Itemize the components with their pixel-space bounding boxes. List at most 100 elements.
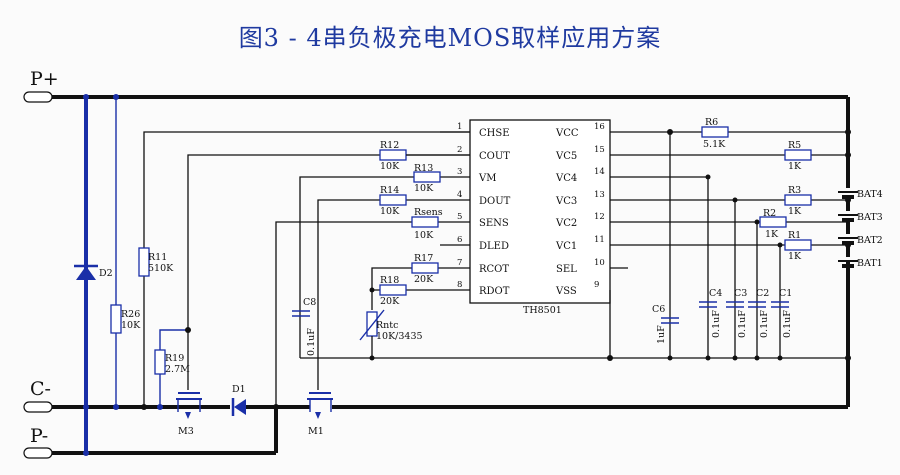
resistor-r19: R19 2.7M: [154, 329, 190, 410]
resistor-r2-val: 1K: [765, 229, 779, 240]
terminal-p-plus: P+: [23, 68, 59, 103]
pin-no-6: 6: [457, 235, 462, 245]
capacitor-c2: C2 0.1uF: [748, 288, 770, 338]
resistor-r12: R12 10K: [379, 140, 407, 172]
battery-stack: BAT4 BAT3 BAT2 BAT1: [838, 132, 883, 269]
pin-no-3: 3: [457, 167, 462, 177]
capacitor-c1: C1 0.1uF: [771, 288, 793, 338]
mosfet-m1-label: M1: [308, 426, 324, 437]
pin-sens: SENS: [479, 218, 509, 229]
pin-no-14: 14: [594, 167, 605, 177]
resistor-r18-val: 20K: [380, 296, 400, 307]
terminal-c-minus-label: C-: [30, 378, 51, 400]
resistor-r6-ref: R6: [705, 117, 718, 128]
resistor-r17-val: 20K: [414, 274, 434, 285]
pin-no-7: 7: [457, 258, 462, 268]
right-wiring: [607, 129, 851, 361]
resistor-r18-ref: R18: [380, 275, 399, 286]
capacitor-c4: C4 0.1uF: [699, 288, 722, 338]
resistor-r6: R6 5.1K: [701, 117, 729, 150]
diode-d1: D1: [231, 384, 279, 416]
diode-d2: D2: [74, 94, 113, 456]
ic-th8501: TH8501 CHSE COUT VM DOUT SENS DLED RCOT …: [406, 119, 611, 316]
thermistor-rntc-val: 10K/3435: [376, 331, 423, 342]
diode-d2-label: D2: [99, 268, 113, 279]
terminal-c-minus: C-: [23, 378, 53, 413]
resistor-r19-val: 2.7M: [165, 364, 190, 375]
terminal-p-plus-label: P+: [30, 68, 59, 90]
pin-vc2: VC2: [555, 218, 577, 229]
capacitor-c8-val: 0.1uF: [306, 328, 317, 356]
pin-rcot: RCOT: [479, 264, 509, 275]
mosfet-m3-label: M3: [178, 426, 194, 437]
pin-no-8: 8: [457, 280, 462, 290]
capacitor-c1-ref: C1: [779, 288, 792, 299]
capacitor-c3-ref: C3: [734, 288, 747, 299]
capacitor-c6-val: 1uF: [656, 325, 667, 344]
capacitor-c4-ref: C4: [709, 288, 722, 299]
battery-bat1: BAT1: [857, 258, 883, 269]
capacitor-c8-ref: C8: [303, 297, 316, 308]
resistor-r13-val: 10K: [414, 183, 434, 194]
resistor-r13: R13 10K: [299, 163, 470, 358]
pin-no-11: 11: [594, 235, 605, 245]
resistor-r1-val: 1K: [788, 251, 802, 262]
pin-vm: VM: [478, 173, 496, 184]
resistor-r1-ref: R1: [788, 230, 801, 241]
resistor-rsens-val: 10K: [414, 230, 434, 241]
pin-rdot: RDOT: [479, 286, 510, 297]
resistor-r18: R18 20K: [369, 275, 470, 307]
pin-vc5: VC5: [555, 151, 577, 162]
resistor-r3-ref: R3: [788, 185, 801, 196]
terminal-p-minus: P-: [23, 425, 53, 459]
pin-no-12: 12: [594, 212, 605, 222]
pin-no-2: 2: [457, 145, 462, 155]
resistor-r6-val: 5.1K: [703, 139, 726, 150]
pin-vss: VSS: [555, 286, 577, 297]
battery-bat3: BAT3: [857, 212, 883, 223]
pin-no-13: 13: [594, 190, 605, 200]
resistor-r5-val: 1K: [788, 161, 802, 172]
resistor-r26-val: 10K: [121, 320, 141, 331]
pin-chse: CHSE: [479, 128, 510, 139]
thermistor-rntc: Rntc 10K/3435: [359, 309, 423, 361]
resistor-r2: R2 1K: [759, 208, 787, 240]
pin-vc4: VC4: [555, 173, 577, 184]
capacitor-c3: C3 0.1uF: [726, 288, 748, 338]
resistor-r14-val: 10K: [380, 206, 400, 217]
capacitor-c8: C8 0.1uF: [292, 297, 610, 359]
resistor-r5: R5 1K: [784, 140, 812, 172]
resistor-r14: R14 10K: [317, 185, 470, 390]
resistor-rsens-ref: Rsens: [414, 207, 443, 218]
mosfet-m3: M3: [176, 154, 470, 437]
resistor-r13-ref: R13: [414, 163, 433, 174]
resistor-r11-ref: R11: [148, 252, 167, 263]
resistor-rsens: Rsens 10K: [275, 207, 470, 407]
capacitor-c2-val: 0.1uF: [759, 310, 770, 338]
resistor-r14-ref: R14: [380, 185, 399, 196]
capacitor-c2-ref: C2: [756, 288, 769, 299]
ic-name: TH8501: [523, 305, 562, 316]
capacitor-c1-val: 0.1uF: [782, 310, 793, 338]
resistor-r11-val: 510K: [148, 263, 174, 274]
battery-bat2: BAT2: [857, 235, 883, 246]
thermistor-rntc-ref: Rntc: [376, 320, 398, 331]
mosfet-m1: M1: [307, 392, 333, 437]
resistor-r17: R17 20K: [371, 253, 470, 310]
pin-no-5: 5: [457, 212, 462, 222]
capacitor-c6: C6 1uF: [652, 304, 679, 344]
diagram-title: 图3 - 4串负极充电MOS取样应用方案: [238, 24, 662, 52]
resistor-r11: R11 510K: [138, 131, 470, 410]
power-rails: [50, 95, 850, 455]
resistor-r3: R3 1K: [784, 185, 812, 217]
resistor-r12-val: 10K: [380, 161, 400, 172]
pin-dled: DLED: [479, 241, 509, 252]
resistor-r26-ref: R26: [121, 309, 140, 320]
pin-no-9: 9: [594, 280, 599, 290]
pin-vc1: VC1: [555, 241, 577, 252]
capacitor-c3-val: 0.1uF: [737, 310, 748, 338]
capacitor-c6-ref: C6: [652, 304, 665, 315]
resistor-r19-ref: R19: [165, 353, 184, 364]
resistor-r2-ref: R2: [763, 208, 776, 219]
